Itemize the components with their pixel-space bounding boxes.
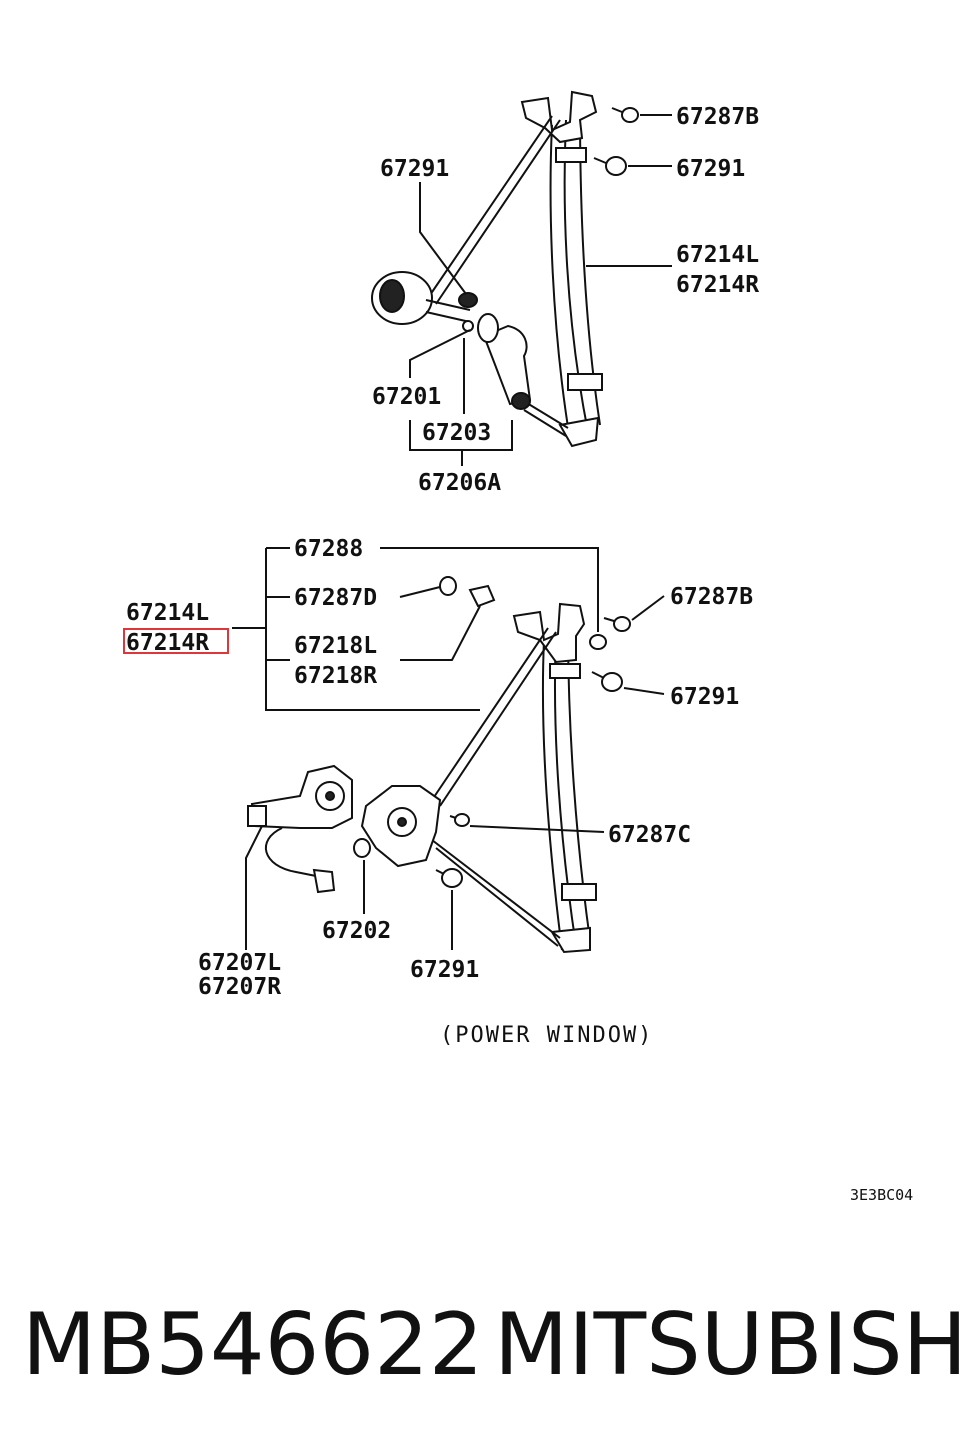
bolt-67287c-shank (449, 815, 457, 819)
top-labels: 67287B 67291 67291 67214L 67214R 67201 6… (372, 104, 759, 496)
bottom-rail-clip-lower (561, 883, 597, 901)
label-67287b-bottom: 67287B (670, 584, 753, 610)
brand-name: MITSUBISHI (494, 1295, 960, 1395)
crank-gear-hub (379, 279, 405, 313)
bottom-leader-lines (232, 547, 665, 950)
label-67288: 67288 (294, 536, 363, 562)
label-67287c: 67287C (608, 822, 691, 848)
label-67203: 67203 (422, 420, 491, 446)
window-motor-harness (264, 827, 317, 877)
label-67218r: 67218R (294, 663, 377, 689)
label-67291-top-left: 67291 (380, 156, 449, 182)
handle-knob (511, 392, 531, 410)
label-67207l: 67207L (198, 950, 281, 976)
bottom-cross-arm (431, 627, 557, 807)
regulator-drive-center (397, 817, 407, 827)
top-leader-lines (409, 114, 672, 466)
highlight-box-67214r (123, 628, 229, 654)
bolt-67287c (454, 813, 470, 827)
label-67291-top-right: 67291 (676, 156, 745, 182)
label-67201: 67201 (372, 384, 441, 410)
window-motor-end (247, 805, 267, 827)
bolt-67291-bottom-right-shank (591, 671, 605, 679)
bolt-67287b-bottom (613, 616, 631, 632)
top-bolt-67291 (605, 156, 627, 176)
clip-67218 (468, 584, 496, 608)
bolt-67291-bottom (441, 868, 463, 888)
footer: MB546622 MITSUBISHI (0, 1290, 960, 1400)
label-67207r: 67207R (198, 974, 281, 1000)
bottom-rail-bracket (512, 602, 586, 664)
label-67214l-bottom: 67214L (126, 600, 209, 626)
label-67202: 67202 (322, 918, 391, 944)
nut-67288 (589, 634, 607, 650)
bolt-67287b-bottom-shank (603, 617, 615, 622)
diagram-code: 3E3BC04 (850, 1186, 913, 1204)
label-67214l-top: 67214L (676, 242, 759, 268)
handle-spacer (462, 320, 474, 332)
bottom-rail-foot (550, 926, 591, 954)
top-rail-clip-lower (567, 373, 603, 391)
bottom-lower-arm (431, 839, 561, 947)
bottom-labels: 67288 67287D 67214L 67214R 67218L 67218R… (123, 536, 753, 1048)
label-67214r-top: 67214R (676, 272, 759, 298)
window-motor-connector (312, 868, 336, 894)
bottom-rail-clip (549, 663, 581, 679)
window-motor-gear-center (325, 791, 335, 801)
label-67218l: 67218L (294, 633, 377, 659)
label-67287b-top: 67287B (676, 104, 759, 130)
part-number: MB546622 (22, 1295, 484, 1395)
top-cross-arm (427, 115, 561, 305)
top-rail-bracket (520, 90, 598, 144)
bottom-regulator-drawing (247, 576, 631, 954)
label-67287d: 67287D (294, 585, 377, 611)
label-67206a: 67206A (418, 470, 501, 496)
top-bolt-67287b-shank (611, 107, 623, 113)
power-window-note: (POWER WINDOW) (440, 1023, 653, 1048)
top-bolt-67287b (621, 107, 639, 123)
crank-shaft (425, 299, 471, 323)
clip-67287d (439, 576, 457, 596)
crank-escutcheon (477, 313, 499, 343)
crank-screw (458, 292, 478, 308)
label-67214r-bottom: 67214R (126, 630, 209, 656)
bolt-67291-bottom-shank (435, 869, 445, 875)
bolt-67291-bottom-right (601, 672, 623, 692)
clip-67202 (353, 838, 371, 858)
top-bolt-67291-shank (593, 157, 607, 164)
label-67291-bottom-right: 67291 (670, 684, 739, 710)
label-67291-bottom: 67291 (410, 957, 479, 983)
top-regulator-drawing (371, 90, 639, 448)
top-rail-foot (558, 416, 600, 448)
top-rail-clip (555, 147, 587, 163)
